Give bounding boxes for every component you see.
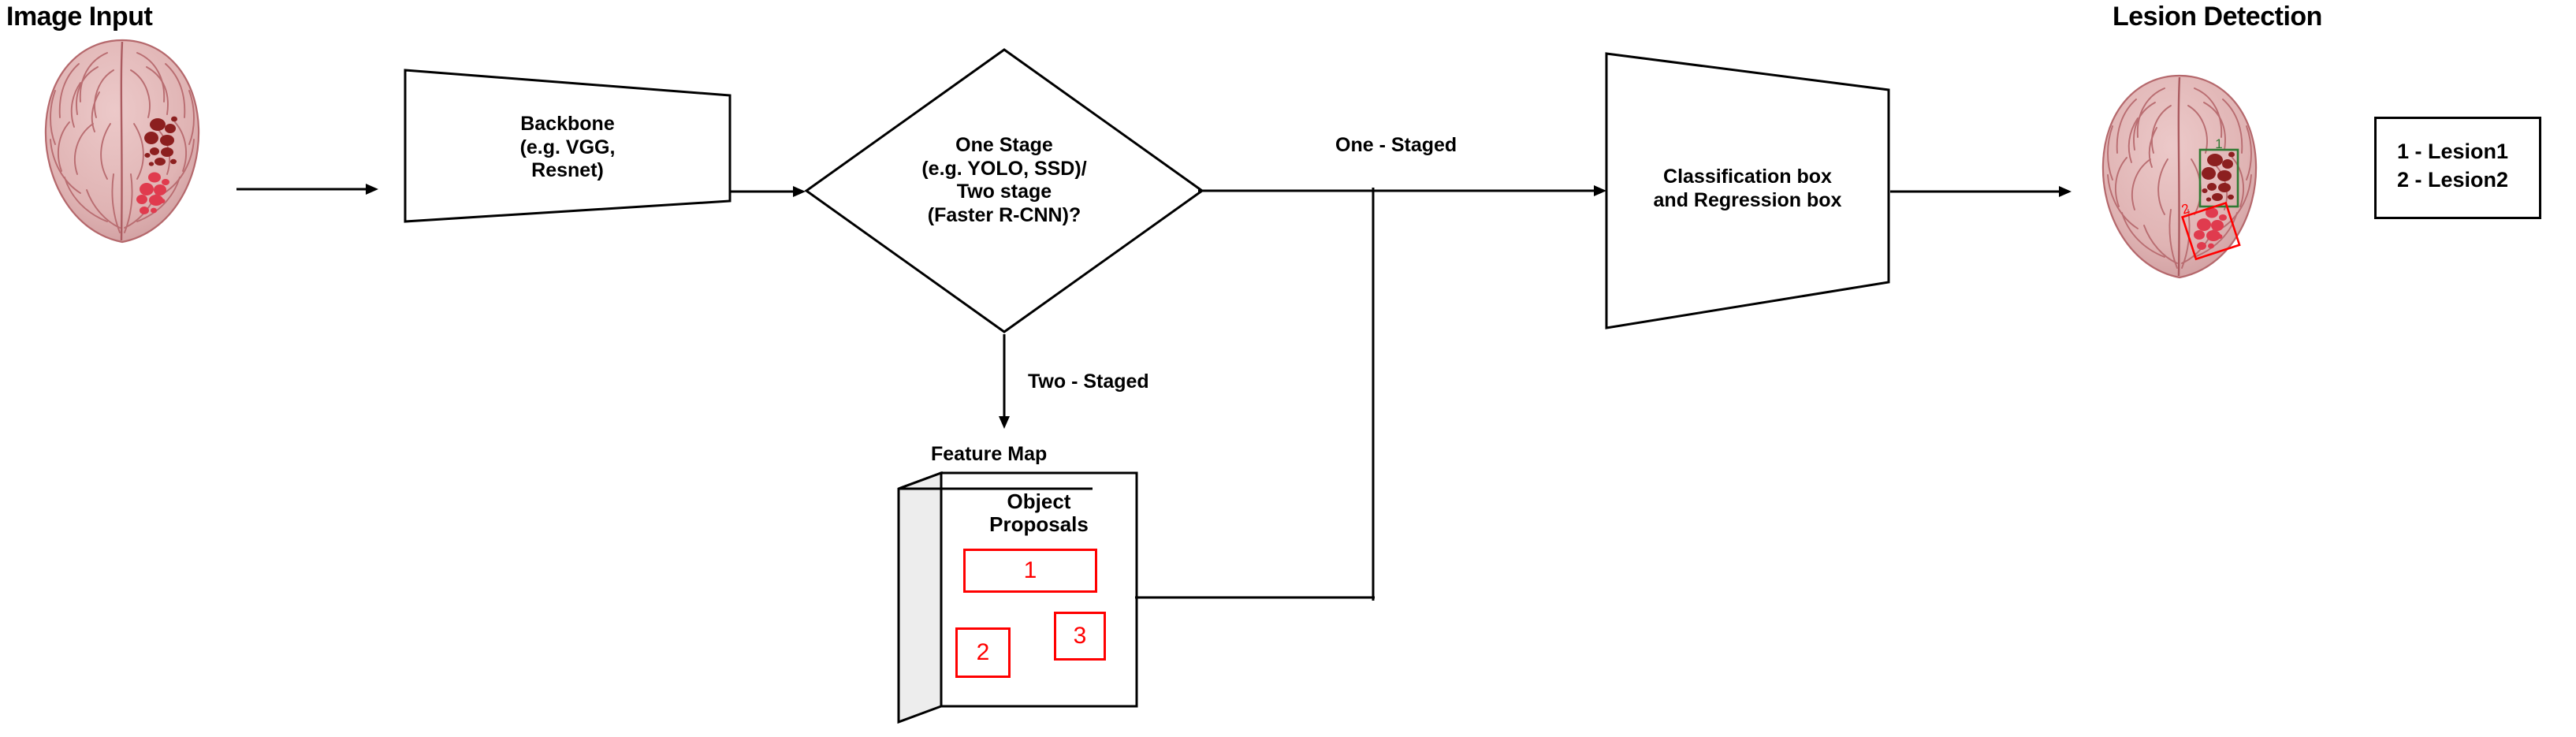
- object-proposal-number-1: 1: [1023, 557, 1037, 583]
- node-classification-regression-label: Classification box and Regression box: [1653, 166, 1842, 211]
- object-proposal-box-3[interactable]: 3: [1054, 612, 1106, 661]
- feature-map-caption: Feature Map: [931, 443, 1048, 465]
- node-backbone[interactable]: Backbone (e.g. VGG, Resnet): [402, 67, 733, 225]
- connector-feature-map-to-riser: [1135, 593, 1376, 602]
- input-brain-image: [32, 35, 213, 248]
- node-classification-regression[interactable]: Classification box and Regression box: [1603, 49, 1895, 333]
- object-proposal-box-1[interactable]: 1: [963, 549, 1097, 593]
- connector-proposals-to-head: [1367, 188, 1383, 601]
- edge-label-two-staged: Two - Staged: [1028, 370, 1149, 393]
- edge-label-one-staged: One - Staged: [1335, 134, 1457, 156]
- arrow-input-to-backbone: [236, 177, 378, 201]
- arrow-decision-to-feature-map: [995, 334, 1018, 429]
- node-decision[interactable]: One Stage (e.g. YOLO, SSD)/ Two stage (F…: [804, 47, 1204, 334]
- arrow-head-to-output: [1890, 180, 2072, 203]
- object-proposal-box-2[interactable]: 2: [955, 627, 1011, 678]
- node-feature-map-label: Object Proposals: [989, 489, 1089, 536]
- page-title-lesion-detection: Lesion Detection: [2113, 2, 2322, 32]
- node-backbone-label: Backbone (e.g. VGG, Resnet): [519, 113, 616, 181]
- node-feature-map[interactable]: Object Proposals 1 2 3: [892, 470, 1145, 730]
- arrow-backbone-to-decision: [730, 180, 806, 203]
- legend-items: 1 - Lesion1 2 - Lesion2: [2397, 140, 2509, 192]
- lesion-cluster-bright: [136, 172, 169, 214]
- node-decision-label: One Stage (e.g. YOLO, SSD)/ Two stage (F…: [921, 134, 1087, 226]
- detection-box-1: 1: [2198, 136, 2239, 208]
- arrow-decision-to-head: [1198, 180, 1608, 203]
- lesion-cluster-dark: [144, 116, 177, 166]
- object-proposal-number-3: 3: [1073, 623, 1087, 649]
- svg-text:1: 1: [2215, 136, 2222, 151]
- legend-box: 1 - Lesion1 2 - Lesion2: [2374, 117, 2541, 219]
- page-title-image-input: Image Input: [6, 2, 153, 32]
- output-brain-image: 1 2: [2089, 71, 2270, 284]
- object-proposal-number-2: 2: [976, 639, 990, 665]
